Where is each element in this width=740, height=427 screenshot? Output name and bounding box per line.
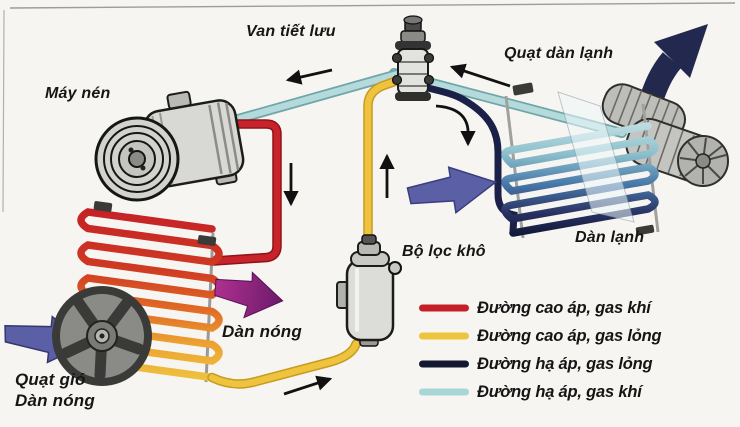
condenser-label: Dàn nóng — [222, 322, 302, 341]
compressor — [94, 90, 245, 202]
condenser-fan — [52, 286, 152, 386]
expansion-valve-label: Van tiết lưu — [246, 23, 336, 40]
legend-swatch — [419, 332, 469, 340]
legend-label: Đường hạ áp, gas khí — [477, 382, 642, 401]
legend-row-low-pressure-liquid: Đường hạ áp, gas lỏng — [418, 352, 730, 376]
condenser-hot-air-arrow — [214, 271, 284, 319]
evaporator-coil — [501, 82, 660, 239]
condenser-coil — [77, 201, 223, 383]
compressor-label: Máy nén — [45, 85, 111, 102]
legend-row-high-pressure-gas: Đường cao áp, gas khí — [418, 296, 730, 320]
receiver-drier — [336, 234, 402, 347]
evaporator-label: Dàn lạnh — [575, 229, 645, 246]
legend-label: Đường cao áp, gas khí — [477, 298, 651, 317]
legend-swatch — [419, 360, 469, 368]
condenser-fan-label-line2: Dàn nóng — [15, 391, 95, 410]
legend-row-low-pressure-gas: Đường hạ áp, gas khí — [418, 380, 730, 404]
legend-swatch — [419, 304, 469, 312]
condenser-fan-label: Quạt gió Dàn nóng — [15, 369, 95, 411]
legend-swatch — [419, 388, 469, 396]
low-pressure-gas-pipe-left — [227, 70, 402, 125]
pipe-outline — [363, 76, 401, 255]
legend-label: Đường hạ áp, gas lỏng — [477, 354, 653, 373]
evaporator-blower — [601, 83, 729, 187]
flow-arrows — [283, 63, 511, 396]
high-pressure-liquid-pipe-upper — [364, 77, 400, 254]
legend-row-high-pressure-liquid: Đường cao áp, gas lỏng — [418, 324, 730, 348]
evaporator-air-in-arrow — [406, 166, 498, 215]
photo-border-artifact — [2, 2, 736, 213]
evaporator-fan-label: Quạt dàn lạnh — [504, 45, 614, 62]
legend-label: Đường cao áp, gas lỏng — [477, 326, 662, 345]
receiver-drier-label: Bộ lọc khô — [402, 243, 486, 260]
condenser-fan-label-line1: Quạt gió — [15, 370, 86, 389]
high-pressure-liquid-pipe-lower — [208, 340, 360, 388]
expansion-valve — [391, 15, 435, 101]
high-pressure-gas-pipe — [210, 120, 281, 265]
